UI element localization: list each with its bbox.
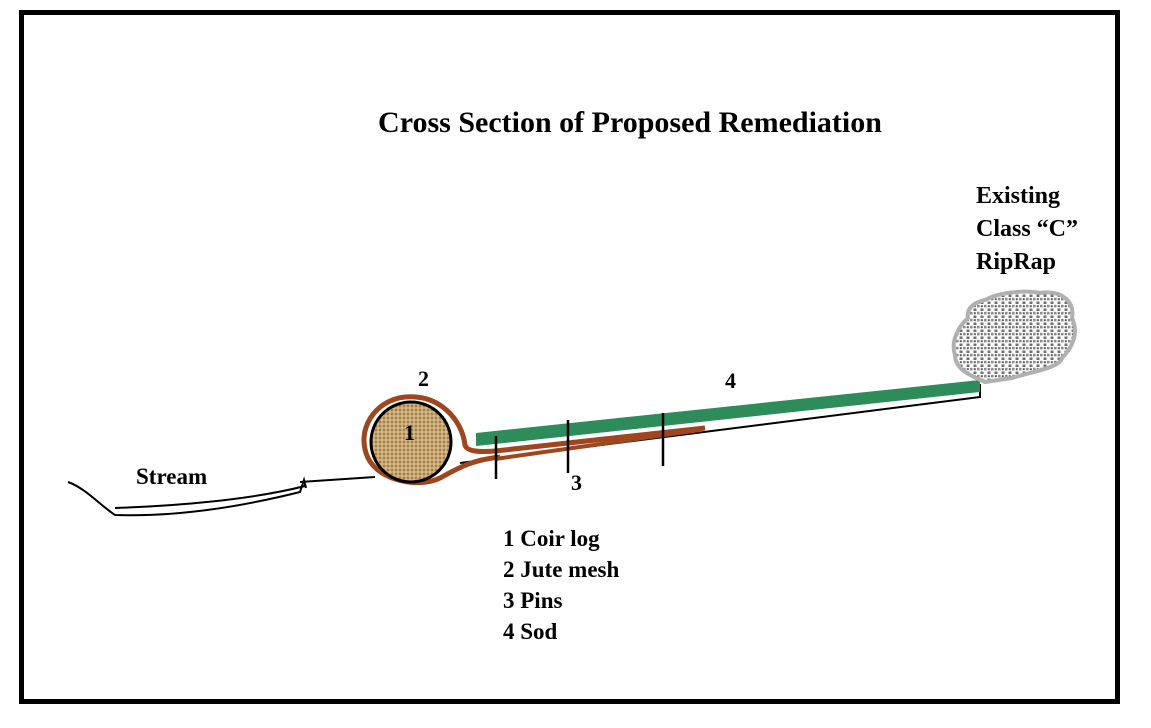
legend-item-jute-mesh: 2 Jute mesh	[503, 557, 619, 582]
jute-mesh-number: 2	[418, 366, 429, 391]
diagram-title: Cross Section of Proposed Remediation	[378, 106, 882, 139]
coir-log-number: 1	[404, 420, 415, 445]
riprap-label-line-1: Existing	[976, 183, 1060, 209]
jute-mesh-wrap	[361, 394, 706, 486]
legend-item-coir-log: 1 Coir log	[503, 526, 600, 551]
legend-item-sod: 4 Sod	[503, 619, 558, 644]
diagram-frame	[19, 10, 1120, 704]
sod-number: 4	[725, 368, 736, 393]
pins-number: 3	[571, 470, 582, 495]
jute-mesh-tail	[494, 428, 701, 461]
riprap-label-line-3: RipRap	[976, 249, 1056, 275]
stream-channel	[67, 476, 307, 517]
stream-label: Stream	[136, 464, 207, 489]
riprap-label-line-2: Class “C”	[976, 216, 1078, 242]
sod-strip	[476, 380, 980, 446]
legend-item-pins: 3 Pins	[503, 588, 562, 613]
coir-log	[369, 400, 453, 484]
riprap-pile	[951, 289, 1077, 385]
